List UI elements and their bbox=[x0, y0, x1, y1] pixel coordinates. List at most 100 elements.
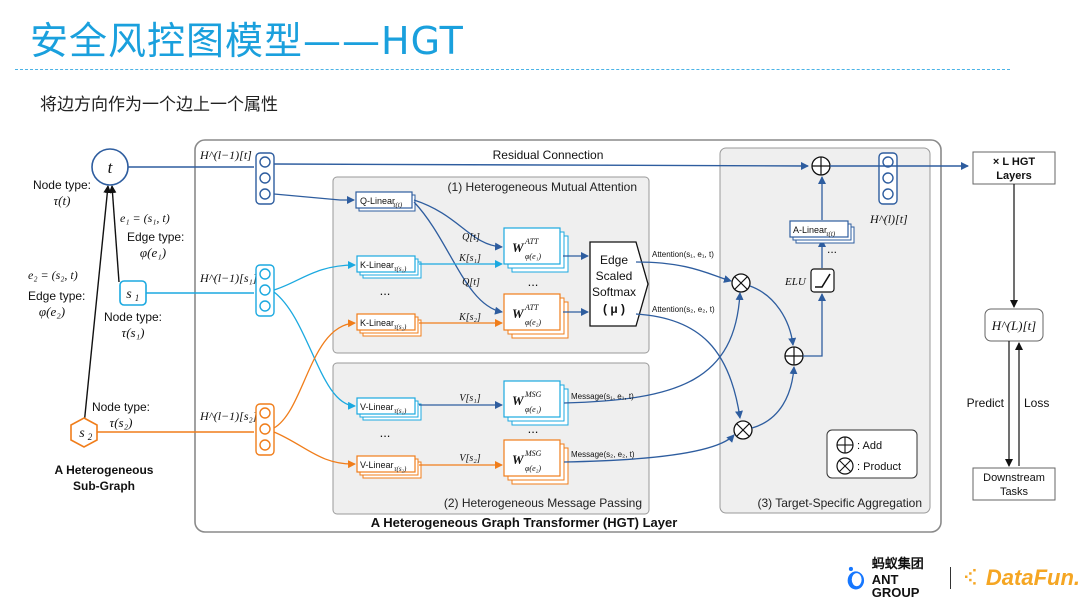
downstream-line-2: Tasks bbox=[1000, 486, 1029, 498]
w-msg-e2-sup: MSG bbox=[524, 449, 542, 458]
w-att-e2-sub: φ(e₂) bbox=[525, 318, 541, 327]
prod1-to-add bbox=[749, 285, 797, 346]
w-att-dots: ... bbox=[528, 274, 539, 289]
edge-e2 bbox=[83, 185, 112, 426]
page-subtitle: 将边方向作为一个边上一个属性 bbox=[40, 95, 278, 115]
h-s2-vector bbox=[255, 403, 275, 456]
edge-type-e2-value: φ(e₂) bbox=[39, 304, 65, 319]
w-att-e2-sup: ATT bbox=[524, 303, 539, 312]
v-linear-s2-box bbox=[356, 455, 422, 479]
q-linear-sub: τ(t) bbox=[393, 201, 403, 209]
ant-group-cn-name: 蚂蚁集团 bbox=[871, 556, 924, 572]
s2-node-sub: 2 bbox=[88, 432, 93, 442]
a-linear-box bbox=[789, 220, 855, 244]
layers-box bbox=[972, 151, 1056, 185]
a-linear-label: A-Linear bbox=[793, 225, 827, 235]
q-t-label-2: Q[t] bbox=[462, 277, 480, 288]
attention-s1-arrow bbox=[635, 261, 732, 283]
product-op-2 bbox=[733, 420, 753, 440]
add-op-residual bbox=[811, 156, 831, 176]
v-s1-label: V[s₁] bbox=[459, 393, 480, 404]
k-linear-s1-label: K-Linear bbox=[360, 260, 394, 270]
legend-add-label: : Add bbox=[857, 440, 882, 452]
h-l-t-vector bbox=[878, 152, 898, 205]
w-msg-e2-label: W bbox=[512, 452, 525, 467]
source-node-s2 bbox=[70, 417, 98, 448]
predict-label: Predict bbox=[967, 396, 1005, 410]
w-msg-e1-sub: φ(e₁) bbox=[525, 405, 541, 414]
v-linear-s2-sub: τ(s₂) bbox=[394, 465, 407, 473]
node-type-s1-label: Node type: bbox=[104, 310, 162, 324]
softmax-line-1: Edge bbox=[600, 253, 628, 267]
k-dots: ... bbox=[380, 283, 391, 298]
edge-type-e1-value: φ(e₁) bbox=[140, 245, 166, 260]
w-msg-e2-sub: φ(e₂) bbox=[525, 464, 541, 473]
softmax-box bbox=[589, 241, 649, 327]
v-s2-label: V[s₂] bbox=[459, 453, 480, 464]
legend-product-label: : Product bbox=[857, 461, 901, 473]
e1-definition: e₁ = (s₁, t) bbox=[120, 211, 170, 225]
attention-s2-arrow bbox=[635, 313, 743, 419]
residual-line bbox=[273, 161, 809, 170]
node-type-s2-value: τ(s₂) bbox=[110, 415, 133, 430]
e2-definition: e₂ = (s₂, t) bbox=[28, 268, 78, 282]
downstream-line-1: Downstream bbox=[983, 472, 1045, 484]
loss-label: Loss bbox=[1024, 396, 1049, 410]
attention-s2-label: Attention(s₂, e₂, t) bbox=[652, 305, 715, 314]
source-node-s1 bbox=[119, 280, 147, 306]
v-linear-s2-label: V-Linear bbox=[360, 460, 394, 470]
k-linear-s2-label: K-Linear bbox=[360, 318, 394, 328]
k-s2-label: K[s₂] bbox=[458, 312, 481, 323]
edge-type-e1-label: Edge type: bbox=[127, 230, 184, 244]
v-dots: ... bbox=[380, 425, 391, 440]
v-linear-s1-box bbox=[356, 397, 422, 421]
w-att-e1-sub: φ(e₁) bbox=[525, 252, 541, 261]
w-msg-dots: ... bbox=[528, 421, 539, 436]
h-L-t-box bbox=[984, 308, 1044, 342]
elu-box bbox=[810, 268, 835, 293]
layers-line-1: × L HGT bbox=[993, 156, 1036, 168]
a-linear-sub: τ(t) bbox=[826, 230, 836, 238]
h-L-t-label: H^(L)[t] bbox=[991, 318, 1037, 333]
a-linear-dots: ... bbox=[827, 242, 837, 256]
add-to-elu bbox=[803, 293, 826, 357]
h-s2-label: H^(l−1)[s₂] bbox=[199, 409, 258, 423]
w-att-e1-sup: ATT bbox=[524, 237, 539, 246]
node-type-s1-value: τ(s₁) bbox=[122, 325, 145, 340]
elu-label: ELU bbox=[784, 276, 807, 288]
q-linear-box bbox=[355, 191, 416, 212]
softmax-line-2: Scaled bbox=[596, 269, 633, 283]
node-type-t-value: τ(t) bbox=[54, 193, 71, 208]
add-op-aggregate bbox=[784, 346, 804, 366]
product-op-1 bbox=[731, 273, 751, 293]
s2-node-label: s bbox=[79, 426, 85, 441]
q-linear-label: Q-Linear bbox=[360, 196, 395, 206]
prod2-to-add bbox=[751, 366, 798, 429]
message-s1-label: Message(s₁, e₁, t) bbox=[571, 392, 634, 401]
h-s1-label: H^(l−1)[s₁] bbox=[199, 271, 258, 285]
v-linear-s1-sub: τ(s₁) bbox=[394, 407, 407, 415]
hgt-layer-caption: A Heterogeneous Graph Transformer (HGT) … bbox=[371, 515, 678, 530]
downstream-box bbox=[972, 467, 1056, 501]
k-linear-s1-sub: τ(s₁) bbox=[394, 265, 407, 273]
legend-product-icon bbox=[836, 457, 854, 475]
subgraph-caption-1: A Heterogeneous bbox=[55, 463, 154, 477]
w-msg-e1-sup: MSG bbox=[524, 390, 542, 399]
q-to-watt2 bbox=[413, 201, 503, 315]
attention-panel bbox=[332, 176, 650, 354]
v-linear-s1-label: V-Linear bbox=[360, 402, 394, 412]
w-att-e1-box bbox=[503, 227, 569, 273]
residual-label: Residual Connection bbox=[493, 148, 604, 162]
subgraph-caption-2: Sub-Graph bbox=[73, 479, 135, 493]
h-s1-vector bbox=[255, 264, 275, 317]
datafun-logo-icon bbox=[964, 568, 976, 585]
w-msg-e2-box bbox=[503, 439, 569, 485]
w-att-e1-label: W bbox=[512, 240, 525, 255]
message-s1-arrow bbox=[563, 292, 744, 404]
page-title: 安全风控图模型——HGT bbox=[30, 19, 464, 63]
h-t-label: H^(l−1)[t] bbox=[199, 148, 252, 162]
sub-graph: t s 1 s 2 Node type: τ(t) e₁ = (s₁, t) E… bbox=[28, 148, 184, 493]
edge-e1 bbox=[108, 185, 120, 283]
arrow-to-q bbox=[273, 193, 355, 204]
